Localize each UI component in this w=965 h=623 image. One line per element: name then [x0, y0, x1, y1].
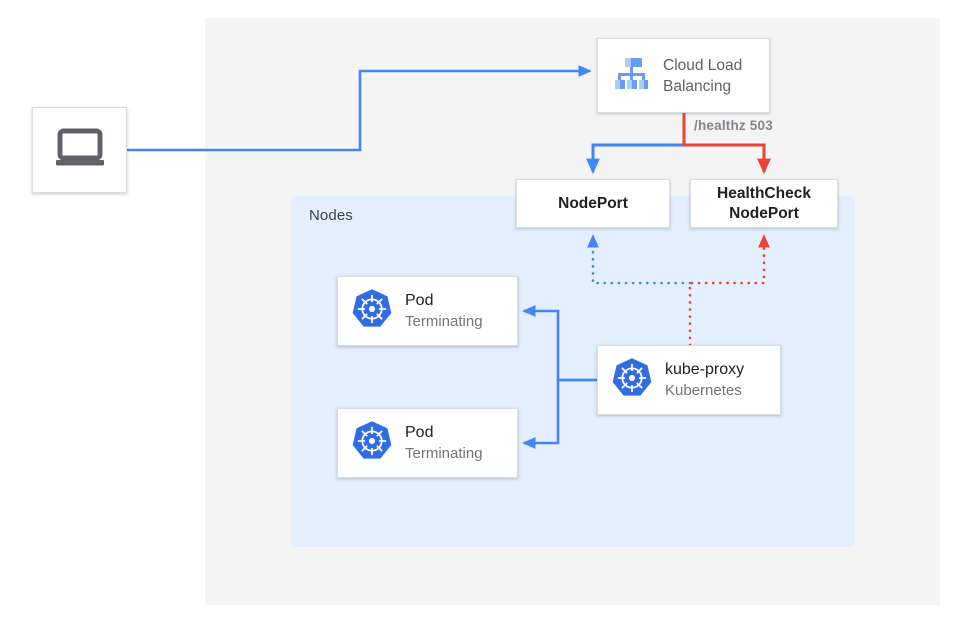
pod-status: Terminating [405, 445, 483, 462]
cloud-load-balancing-title: Cloud Load Balancing [663, 56, 743, 95]
pod-name: Pod [405, 424, 434, 441]
nodeport-label: NodePort [558, 194, 628, 212]
pod-node-2[interactable]: Pod Terminating [337, 408, 518, 478]
pod-name: Pod [405, 292, 434, 309]
client-node[interactable] [32, 107, 127, 193]
nodes-panel-label: Nodes [309, 207, 353, 224]
healthz-edge-label: /healthz 503 [694, 118, 773, 133]
nodeport-node[interactable]: NodePort [516, 179, 670, 228]
cloud-load-balancing-node[interactable]: Cloud Load Balancing [597, 38, 770, 113]
laptop-icon [54, 128, 106, 173]
pod-node-1[interactable]: Pod Terminating [337, 276, 518, 346]
pod-status: Terminating [405, 313, 483, 330]
kubernetes-icon [610, 356, 654, 405]
kubernetes-icon [350, 287, 394, 336]
kube-proxy-name: kube-proxy [665, 361, 745, 378]
healthcheck-nodeport-node[interactable]: HealthCheck NodePort [690, 179, 838, 228]
kube-proxy-sub: Kubernetes [665, 382, 742, 399]
healthcheck-nodeport-label: HealthCheck NodePort [717, 184, 811, 222]
kube-proxy-node[interactable]: kube-proxy Kubernetes [597, 345, 781, 415]
cloud-load-balancing-icon [609, 51, 653, 100]
kubernetes-icon [350, 419, 394, 468]
